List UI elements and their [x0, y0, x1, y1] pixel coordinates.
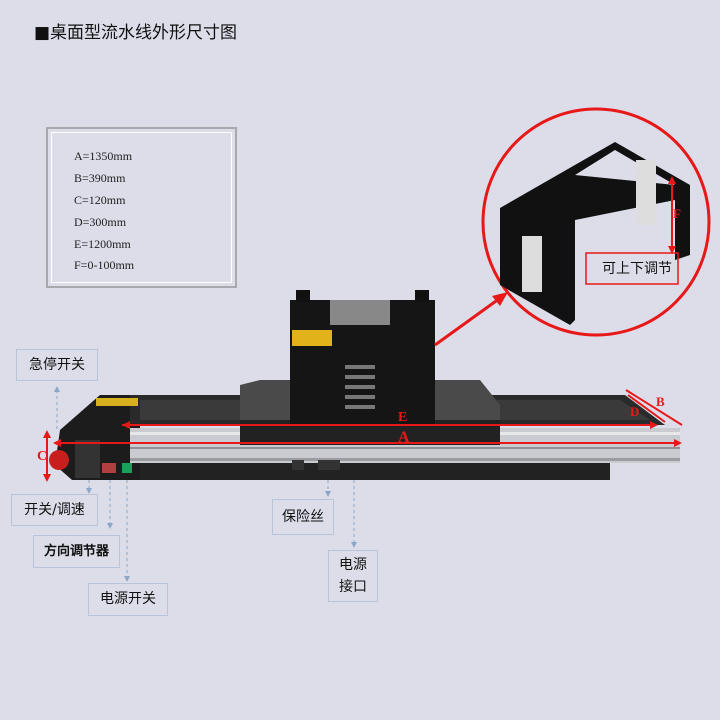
- spec-c: C=120mm: [74, 193, 126, 207]
- emergency-stop-knob: [49, 450, 69, 470]
- spec-a: A=1350mm: [74, 149, 133, 163]
- direction-regulator-label: 方向调节器: [33, 535, 120, 568]
- dimension-f: F: [673, 206, 681, 221]
- dimension-d: D: [630, 404, 639, 419]
- switch-speed-label: 开关/调速: [11, 494, 98, 526]
- spec-box: A=1350mm B=390mm C=120mm D=300mm E=1200m…: [46, 127, 237, 288]
- emergency-stop-label: 急停开关: [16, 349, 98, 381]
- spec-d: D=300mm: [74, 215, 127, 229]
- spec-b: B=390mm: [74, 171, 126, 185]
- power-port-line2: 接口: [339, 579, 367, 595]
- power-port-line1: 电源: [339, 557, 367, 573]
- power-switch-label: 电源开关: [88, 583, 168, 616]
- fuse-label: 保险丝: [272, 499, 334, 535]
- dimension-b: B: [656, 394, 665, 409]
- dimension-c: C: [37, 449, 47, 464]
- power-port-label: 电源 接口: [328, 550, 378, 602]
- spec-f: F=0-100mm: [74, 258, 135, 272]
- adjustable-label: 可上下调节: [602, 261, 672, 277]
- page-title: ■桌面型流水线外形尺寸图: [34, 23, 238, 43]
- dimension-e: E: [398, 410, 407, 425]
- spec-e: E=1200mm: [74, 237, 131, 251]
- dimension-a: A: [398, 429, 410, 446]
